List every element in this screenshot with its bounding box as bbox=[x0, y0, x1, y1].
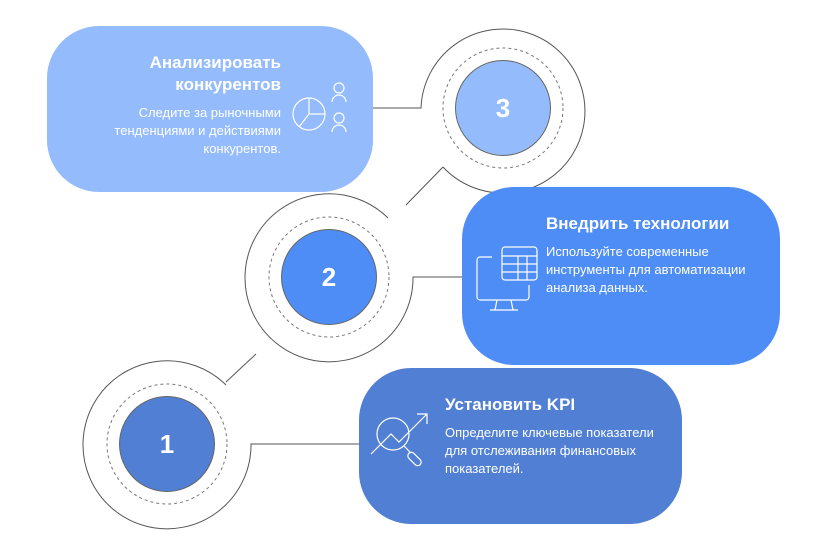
step-3-description: Следите за рыночными тенденциями и дейст… bbox=[114, 105, 281, 156]
step-2-title: Внедрить технологии bbox=[546, 214, 730, 233]
step-3-title: Анализировать конкурентов bbox=[149, 53, 281, 94]
connector-2-1 bbox=[225, 353, 257, 383]
step-3-card: Анализировать конкурентов Следите за рын… bbox=[47, 26, 373, 192]
step-1-title: Установить KPI bbox=[445, 395, 576, 414]
ring-2-outer bbox=[244, 193, 462, 363]
ring-2-dashed bbox=[268, 216, 390, 338]
pie-chart-users-icon bbox=[291, 78, 363, 153]
ring-1-outer bbox=[82, 360, 359, 530]
step-3-number-badge: 3 bbox=[455, 60, 551, 156]
chart-magnifier-icon bbox=[369, 408, 439, 473]
step-2-description: Используйте современные инструменты для … bbox=[546, 244, 746, 295]
monitor-table-icon bbox=[470, 241, 540, 316]
step-2-card: Внедрить технологии Используйте современ… bbox=[462, 187, 780, 365]
step-2-number-badge: 2 bbox=[281, 229, 377, 325]
connector-3-2 bbox=[405, 166, 444, 206]
step-1-card: Установить KPI Определите ключевые показ… bbox=[359, 368, 682, 524]
step-1-number-badge: 1 bbox=[119, 396, 215, 492]
ring-3-dashed bbox=[442, 47, 564, 169]
step-1-description: Определите ключевые показатели для отсле… bbox=[445, 425, 654, 476]
ring-1-dashed bbox=[106, 383, 228, 505]
